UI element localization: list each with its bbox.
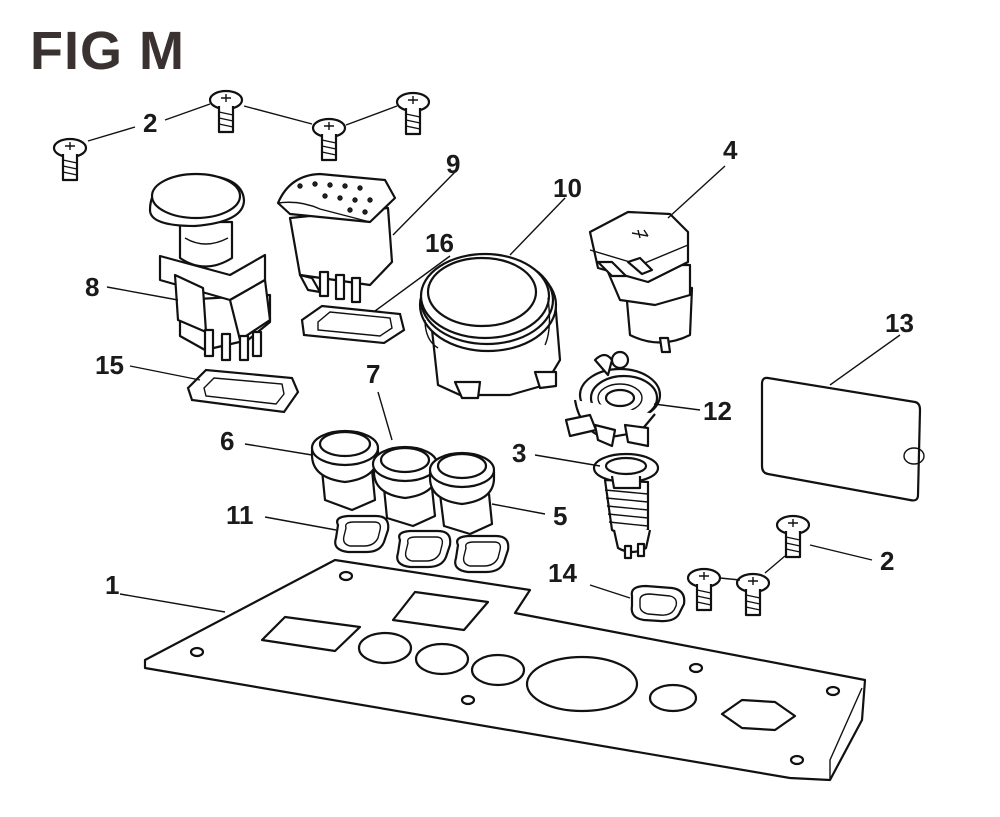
- callout-11: 11: [226, 500, 254, 530]
- part-8-knob-switch: [148, 172, 272, 362]
- callout-5: 5: [553, 501, 567, 531]
- part-4-usb-outlet: [588, 210, 694, 354]
- part-2-screws-bottom: [686, 514, 873, 617]
- part-14-gasket: [630, 584, 686, 623]
- part-9-rocker-switch: [276, 172, 397, 304]
- part-15-gasket: [186, 368, 300, 414]
- callout-6: 6: [220, 426, 234, 456]
- callout-14: 14: [548, 558, 577, 588]
- callout-labels: 1 2 2 3 4 5 6 7 8 9 10 11 12 13 14 15 16: [85, 108, 914, 600]
- callout-2-top: 2: [143, 108, 157, 138]
- callout-12: 12: [703, 396, 732, 426]
- part-5-indicator-light: [428, 451, 496, 536]
- callout-1: 1: [105, 570, 119, 600]
- part-6-indicator-light: [310, 429, 380, 512]
- callout-7: 7: [366, 359, 380, 389]
- callout-4: 4: [723, 135, 738, 165]
- callout-2-bottom: 2: [880, 546, 894, 576]
- callout-13: 13: [885, 308, 914, 338]
- part-2-screws-top: [52, 89, 431, 182]
- part-3-socket: [592, 452, 660, 560]
- part-16-gasket: [300, 304, 406, 345]
- part-10-gauge: [418, 252, 562, 400]
- callout-9: 9: [446, 149, 460, 179]
- part-11-gaskets: [334, 514, 510, 574]
- part-7-indicator-light: [371, 445, 439, 528]
- callout-10: 10: [553, 173, 582, 203]
- part-12-key-switch: [564, 350, 662, 448]
- part-13-decal: [760, 376, 925, 502]
- callout-16: 16: [425, 228, 454, 258]
- callout-8: 8: [85, 272, 99, 302]
- callout-3: 3: [512, 438, 526, 468]
- leader-lines: [106, 165, 901, 613]
- part-1-mounting-plate: [143, 558, 867, 782]
- callout-15: 15: [95, 350, 124, 380]
- figure-title: FIG M: [30, 21, 185, 81]
